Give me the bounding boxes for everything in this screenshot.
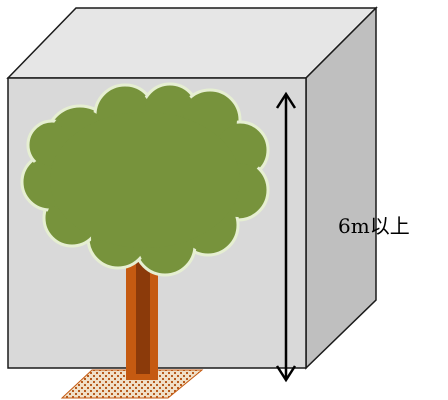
height-label: 6m以上	[338, 214, 410, 238]
height-arrow	[275, 91, 297, 383]
tree-trunk	[126, 262, 158, 380]
tree-canopy-fill	[25, 87, 265, 272]
soil-patch	[60, 369, 204, 399]
